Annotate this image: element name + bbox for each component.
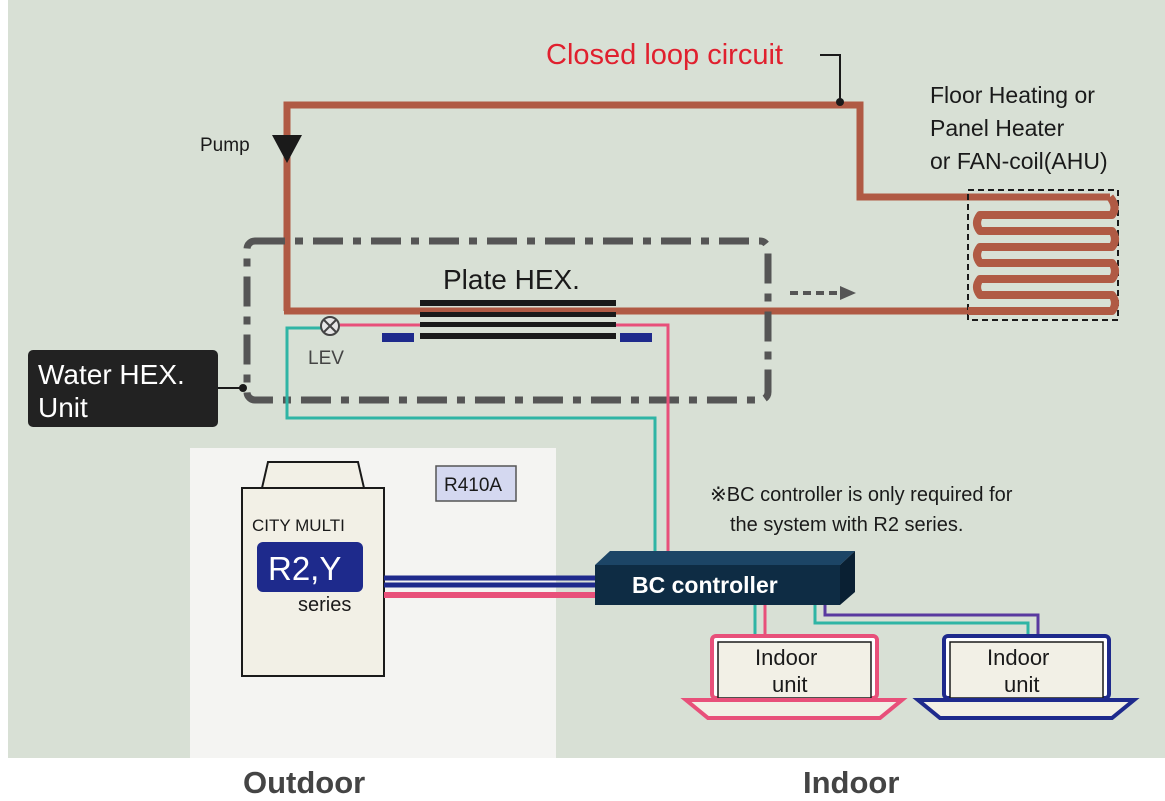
bc-note-line1: ※BC controller is only required for xyxy=(710,484,1013,506)
closed-loop-leader-line xyxy=(820,54,841,100)
indoor-zone-label: Indoor xyxy=(803,765,899,800)
branch-pipe-teal-2 xyxy=(813,605,1030,638)
indoor-unit-2-label-line1: Indoor xyxy=(987,645,1049,670)
city-multi-label: CITY MULTI xyxy=(252,516,345,535)
refrigerant-label: R410A xyxy=(444,475,502,496)
pump-label: Pump xyxy=(200,135,250,156)
bc-controller-label: BC controller xyxy=(632,572,778,598)
bc-controller-icon xyxy=(595,551,855,605)
indoor-unit-1-label-line1: Indoor xyxy=(755,645,817,670)
teal-refrigerant-line xyxy=(285,326,657,565)
indoor-unit-2-icon xyxy=(912,634,1140,720)
floor-heating-label-line2: Panel Heater xyxy=(930,115,1065,141)
bc-note-line2: the system with R2 series. xyxy=(730,514,963,536)
water-hex-label-box xyxy=(28,350,218,427)
water-hex-leader-dot xyxy=(239,384,247,392)
pump-icon xyxy=(272,135,302,163)
model-badge xyxy=(257,542,363,592)
water-hex-label-line2: Unit xyxy=(38,392,88,423)
closed-loop-pipe xyxy=(283,101,1110,201)
indoor-unit-1-icon xyxy=(680,634,908,720)
flow-arrow-head xyxy=(840,286,856,300)
series-label: series xyxy=(298,594,351,616)
closed-loop-label: Closed loop circuit xyxy=(546,39,783,71)
plate-hex-icon xyxy=(382,300,652,342)
floor-heating-label-line1: Floor Heating or xyxy=(930,82,1095,108)
water-hex-unit-boundary xyxy=(243,237,772,404)
closed-loop-leader-dot xyxy=(836,98,844,106)
floor-heating-label-line3: or FAN-coil(AHU) xyxy=(930,148,1108,174)
lev-label: LEV xyxy=(308,348,344,369)
plate-hex-label: Plate HEX. xyxy=(443,264,580,295)
lev-valve-icon xyxy=(320,316,340,336)
outdoor-zone-label: Outdoor xyxy=(243,765,365,800)
indoor-unit-2-label-line2: unit xyxy=(1004,672,1039,697)
indoor-unit-1-label-line2: unit xyxy=(772,672,807,697)
branch-pipe-blue-2 xyxy=(823,605,1040,638)
refrigerant-tag-box xyxy=(435,465,517,502)
water-hex-label-line1: Water HEX. xyxy=(38,359,185,390)
model-label: R2,Y xyxy=(268,550,341,587)
floor-heating-coil-icon xyxy=(967,189,1119,321)
